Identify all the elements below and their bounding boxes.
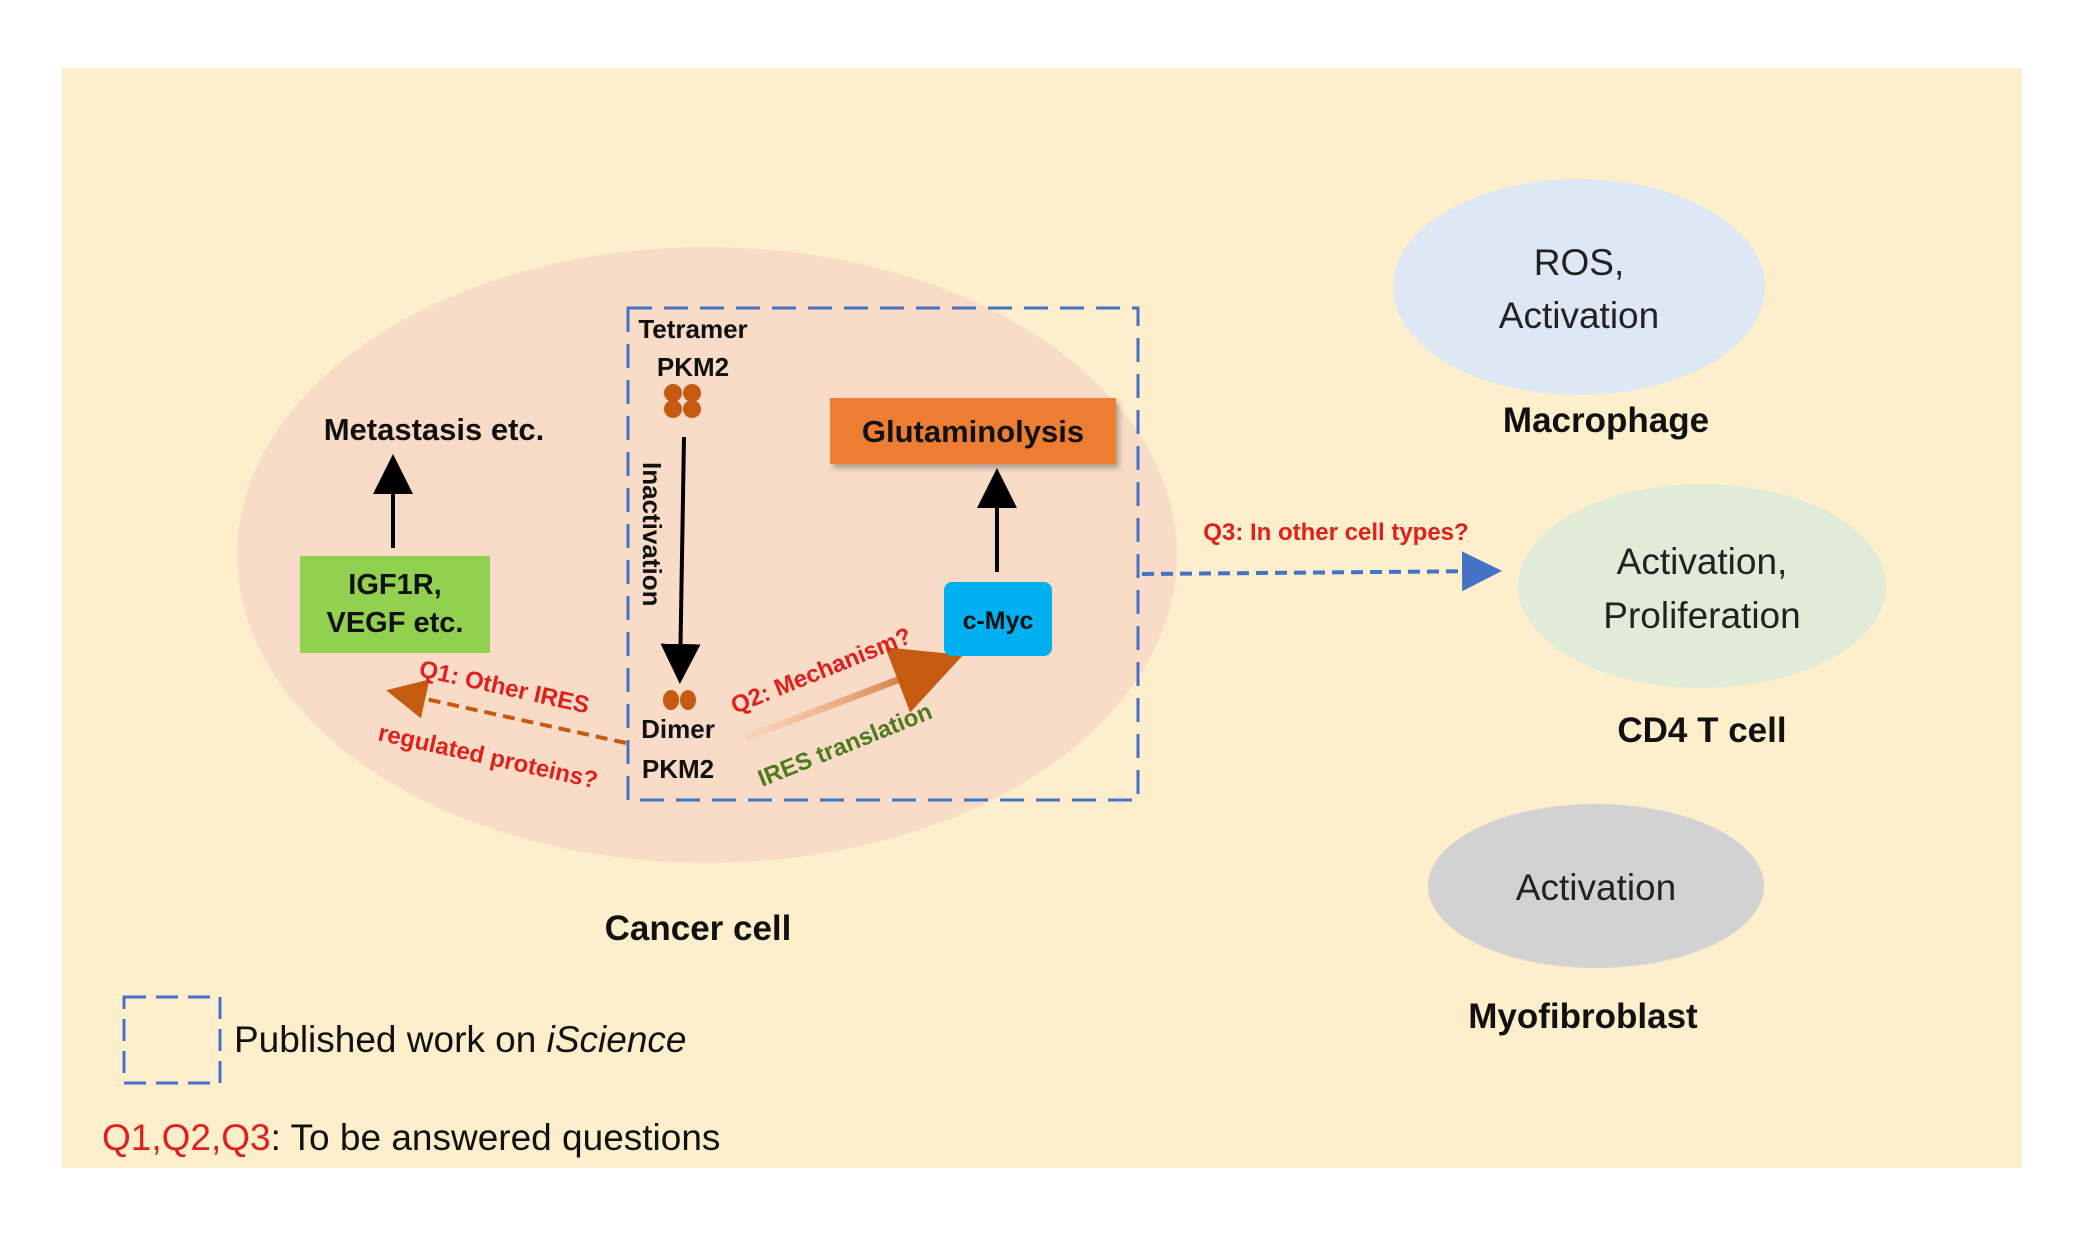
legend-questions-text: Q1,Q2,Q3: To be answered questions: [102, 1117, 720, 1158]
inactivation-label: Inactivation: [637, 462, 667, 606]
q3-label: Q3: In other cell types?: [1203, 519, 1468, 546]
vegf-label: VEGF etc.: [327, 607, 464, 639]
metastasis-label: Metastasis etc.: [324, 412, 545, 447]
tetramer-pkm2-icon: [664, 384, 701, 418]
macrophage-activation-label: Activation: [1499, 295, 1659, 336]
macrophage-ellipse: [1393, 179, 1765, 395]
legend-published-journal: iScience: [547, 1019, 687, 1060]
legend-published-text: Published work on iScience: [234, 1019, 686, 1060]
myofibroblast-activation-label: Activation: [1516, 867, 1676, 908]
legend-questions-suffix: : To be answered questions: [271, 1117, 721, 1158]
q2-ires-arrow: [743, 647, 964, 742]
published-work-box: [626, 306, 1140, 802]
macrophage-ros-label: ROS,: [1534, 242, 1624, 283]
legend-published-prefix: Published work on: [234, 1019, 547, 1060]
tetramer-label: Tetramer: [638, 314, 747, 344]
dimer-label: Dimer: [641, 714, 715, 744]
cmyc-label: c-Myc: [963, 607, 1034, 635]
igf1r-vegf-box: [300, 556, 490, 653]
q3-arrow: [1141, 551, 1502, 592]
legend-dashed-box-swatch: [122, 995, 222, 1085]
inactivation-arrow: [660, 436, 701, 684]
tetramer-pkm2-label: PKM2: [657, 352, 729, 382]
cd4-proliferation-label: Proliferation: [1603, 595, 1800, 636]
macrophage-label: Macrophage: [1503, 401, 1709, 440]
igf1r-label: IGF1R,: [348, 569, 441, 601]
cd4-activation-label: Activation,: [1617, 541, 1788, 582]
glutaminolysis-box: [830, 398, 1116, 464]
glutaminolysis-label: Glutaminolysis: [862, 414, 1084, 449]
cancer-cell-label: Cancer cell: [605, 909, 792, 948]
cmyc-box: [944, 582, 1052, 656]
legend-questions-prefix: Q1,Q2,Q3: [102, 1117, 271, 1158]
myofibroblast-ellipse: [1428, 804, 1764, 968]
q1-arrow: [386, 679, 627, 745]
cd4-t-cell-label: CD4 T cell: [1617, 711, 1786, 750]
dimer-pkm2-label: PKM2: [642, 754, 714, 784]
cd4-t-cell-ellipse: [1518, 484, 1886, 688]
myofibroblast-label: Myofibroblast: [1468, 997, 1698, 1036]
dimer-pkm2-icon: [663, 690, 696, 710]
